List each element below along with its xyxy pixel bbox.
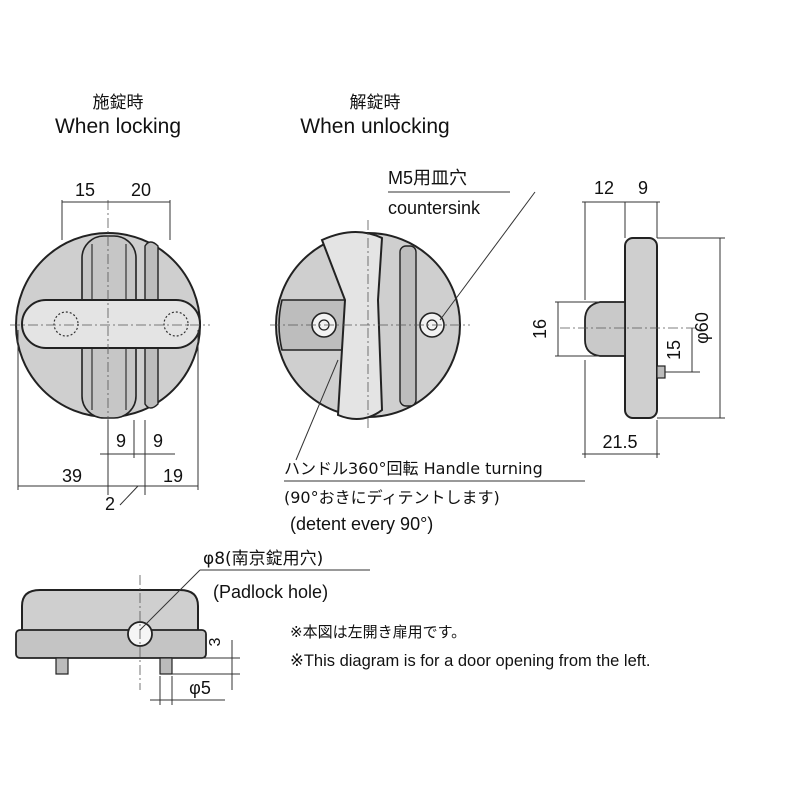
handle-callout-line1: ハンドル360°回転 Handle turning [284, 459, 543, 478]
m5-label-en: countersink [388, 198, 481, 218]
handle-leader [295, 359, 339, 461]
unlocking-title-jp: 解錠時 [350, 93, 401, 113]
bottom-dimensions: φ8(南京錠用穴) (Padlock hole) 3 φ5 [139, 549, 370, 705]
dim-9c: 9 [638, 178, 648, 198]
dim-12: 12 [594, 178, 614, 198]
dim-phi5: φ5 [189, 678, 211, 698]
dim-16: 16 [530, 319, 550, 339]
side-view [560, 237, 700, 419]
note-en: ※This diagram is for a door opening from… [290, 652, 651, 670]
locking-hole-left [53, 311, 79, 337]
dim-21-5: 21.5 [602, 432, 637, 452]
m5-label-jp: M5用皿穴 [388, 168, 467, 188]
padlock-leader [139, 569, 201, 631]
unlocking-right-slot [399, 245, 417, 407]
dim-2: 2 [105, 494, 115, 514]
side-knob [584, 301, 626, 357]
bottom-pin-left [55, 657, 69, 675]
countersink-leader [439, 191, 536, 321]
unlocking-view [270, 220, 470, 430]
locking-hole-right [163, 311, 189, 337]
locking-title-jp: 施錠時 [93, 93, 144, 113]
dim-19: 19 [163, 466, 183, 486]
bottom-pin-right [159, 657, 173, 675]
note-jp: ※本図は左開き扉用です。 [290, 623, 466, 641]
bottom-view [15, 575, 207, 690]
padlock-callout-line2: (Padlock hole) [213, 582, 328, 602]
bottom-base [15, 629, 207, 659]
dim-9b: 9 [153, 431, 163, 451]
dim-phi60: φ60 [692, 312, 712, 344]
side-pin [656, 365, 666, 379]
locking-view [10, 200, 210, 450]
dim-15b: 15 [664, 340, 684, 360]
handle-callout-line3: (detent every 90°) [290, 514, 433, 534]
handle-callout-line2: (90°おきにディテントします) [284, 488, 500, 507]
unlocking-handle [320, 230, 384, 420]
dim-20: 20 [131, 180, 151, 200]
dim-15: 15 [75, 180, 95, 200]
dim-9a: 9 [116, 431, 126, 451]
locking-horizontal-bar [21, 299, 201, 349]
locking-title-en: When locking [55, 115, 181, 138]
side-dimensions: 12 9 16 15 φ60 21.5 [530, 178, 725, 458]
locking-dimensions: 15 20 9 9 39 19 2 [17, 180, 199, 514]
dim-3: 3 [207, 637, 224, 646]
unlocking-title-en: When unlocking [300, 115, 449, 138]
padlock-callout-line1: φ8(南京錠用穴) [203, 549, 323, 569]
dim-39: 39 [62, 466, 82, 486]
